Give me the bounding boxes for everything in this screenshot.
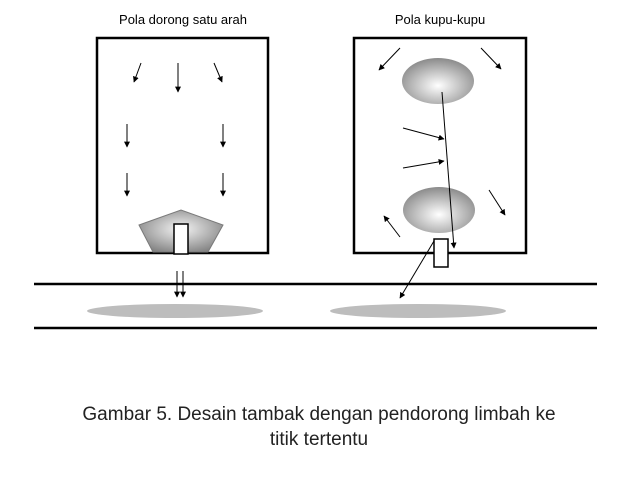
arrow-icon — [488, 189, 506, 216]
left-sludge-deposit — [87, 304, 263, 318]
left-pond — [95, 36, 270, 255]
arrow-icon — [383, 215, 401, 238]
figure-caption-line-1: Gambar 5. Desain tambak dengan pendorong… — [82, 404, 556, 425]
arrow-icon — [378, 47, 401, 71]
arrow-icon — [441, 91, 457, 249]
drain-outlet — [173, 223, 189, 255]
arrow-icon — [402, 158, 445, 169]
right-sludge-deposit — [330, 304, 506, 318]
arrow-icon — [213, 62, 223, 83]
figure-caption-line-2: titik tertentu — [269, 429, 369, 450]
right-pond — [352, 36, 528, 299]
arrow-icon — [133, 62, 142, 83]
drainage-channel — [34, 271, 597, 330]
left-panel-title: Pola dorong satu arah — [119, 12, 247, 27]
arrow-icon — [402, 127, 445, 141]
arrow-icon — [480, 47, 502, 70]
upper-sludge-zone — [402, 58, 474, 104]
drain-outlet — [433, 238, 449, 268]
lower-sludge-zone — [403, 187, 475, 233]
right-panel-title: Pola kupu-kupu — [395, 12, 485, 27]
arrow-icon — [399, 240, 435, 299]
